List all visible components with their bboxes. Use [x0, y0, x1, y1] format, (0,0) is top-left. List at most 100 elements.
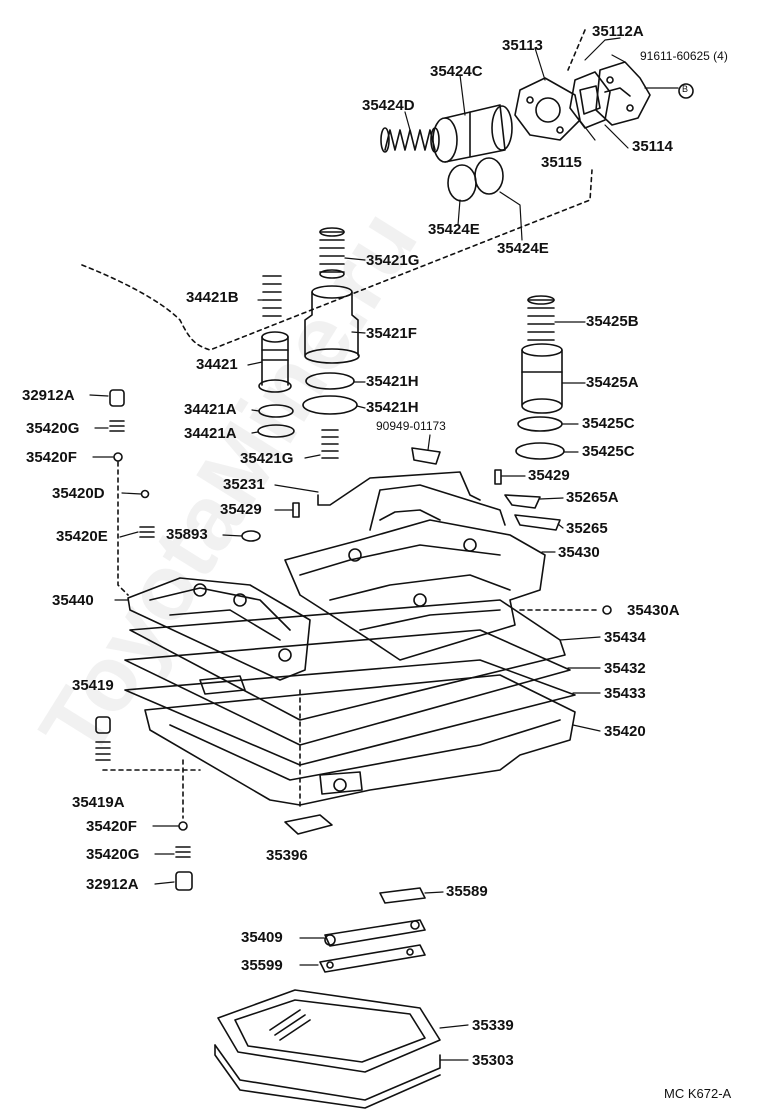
o-rings-35421H: [302, 372, 358, 415]
label-35432: 35432: [604, 660, 646, 677]
label-35420E: 35420E: [56, 528, 108, 545]
label-35425B: 35425B: [586, 313, 639, 330]
label-91611-60625: 91611-60625 (4): [640, 49, 728, 63]
label-35425A: 35425A: [586, 374, 639, 391]
gasket-35114: [569, 71, 611, 129]
o-rings-35425C: [515, 416, 565, 460]
plate-35589: [379, 887, 426, 904]
label-circle-b: B: [682, 84, 689, 94]
label-34421A-b: 34421A: [184, 425, 237, 442]
circle-b-marker: [678, 83, 694, 99]
dash-line-accumulator: [81, 169, 593, 351]
piston-35421F: [304, 285, 360, 364]
accumulator-cover-35112A: [595, 61, 651, 126]
label-35114: 35114: [632, 138, 673, 155]
label-34421A-a: 34421A: [184, 401, 237, 418]
label-35430: 35430: [558, 544, 600, 561]
label-35434: 35434: [604, 629, 646, 646]
label-35231: 35231: [223, 476, 265, 493]
upper-valve-body-35430: [284, 509, 546, 661]
label-35430A: 35430A: [627, 602, 680, 619]
spring-35420E: [139, 526, 155, 538]
ball-35430A: [602, 605, 612, 615]
plate-35599: [319, 944, 426, 973]
ball-32912A-bottom: [175, 871, 193, 891]
ball-35420F-top: [113, 452, 123, 462]
gasket-35432: [124, 629, 571, 746]
leader-lines: [89, 37, 679, 1061]
lever-35265A: [504, 494, 541, 509]
label-35420G-a: 35420G: [26, 420, 80, 437]
spring-35420G-bottom: [175, 846, 191, 858]
label-35419: 35419: [72, 677, 114, 694]
o-rings-34421A: [257, 404, 295, 438]
footer-code: MC K672-A: [664, 1086, 732, 1101]
gasket-35433: [124, 659, 576, 766]
label-35421G-a: 35421G: [366, 252, 420, 269]
label-34421: 34421: [196, 356, 238, 373]
label-35589: 35589: [446, 883, 488, 900]
label-35420D: 35420D: [52, 485, 105, 502]
label-35425C-a: 35425C: [582, 415, 635, 432]
label-35303: 35303: [472, 1052, 514, 1069]
label-35420: 35420: [604, 723, 646, 740]
lower-valve-body-35440: [127, 577, 311, 681]
label-35424C: 35424C: [430, 63, 483, 80]
label-35112A: 35112A: [592, 23, 644, 40]
ball-35419: [95, 716, 111, 734]
label-35420F-a: 35420F: [26, 449, 77, 466]
detent-spring-35231: [317, 471, 506, 531]
strainer-35396: [284, 814, 333, 835]
pin-35429-left: [292, 502, 300, 518]
plate-35113: [514, 77, 581, 141]
label-35421H-b: 35421H: [366, 399, 419, 416]
label-35421G-b: 35421G: [240, 450, 294, 467]
piston-34421: [258, 331, 292, 393]
label-34421B: 34421B: [186, 289, 239, 306]
spring-35420G-top: [109, 420, 125, 432]
label-35115: 35115: [541, 154, 582, 171]
label-35424E-a: 35424E: [428, 221, 480, 238]
valve-body-35420: [144, 674, 576, 806]
piston-35425A: [521, 343, 563, 414]
tube-35409: [324, 919, 426, 947]
label-35420F-b: 35420F: [86, 818, 137, 835]
dash-line-left: [117, 461, 129, 596]
pin-35429-right: [494, 469, 502, 485]
seal-35893: [241, 530, 261, 542]
spring-34421B: [262, 275, 282, 317]
label-35421H-a: 35421H: [366, 373, 419, 390]
label-35433: 35433: [604, 685, 646, 702]
label-35429-left: 35429: [220, 501, 262, 518]
spring-35425B: [527, 295, 555, 341]
label-35421F: 35421F: [366, 325, 417, 342]
spring-35419A: [95, 741, 111, 761]
label-35424E-b: 35424E: [497, 240, 549, 257]
accumulator-piston-35424C: [432, 104, 513, 163]
label-35420G-b: 35420G: [86, 846, 140, 863]
label-35425C-b: 35425C: [582, 443, 635, 460]
label-35599: 35599: [241, 957, 283, 974]
label-35113: 35113: [502, 37, 543, 54]
label-32912A-a: 32912A: [22, 387, 75, 404]
label-35424D: 35424D: [362, 97, 415, 114]
dash-line-top: [567, 29, 586, 71]
oil-pan-gasket-35339: [217, 989, 441, 1073]
label-35409: 35409: [241, 929, 283, 946]
label-35396: 35396: [266, 847, 308, 864]
spring-35421G-top: [319, 227, 345, 279]
clip-90949: [411, 447, 441, 465]
label-35339: 35339: [472, 1017, 514, 1034]
label-35440: 35440: [52, 592, 94, 609]
o-rings-35424E: [447, 157, 504, 202]
label-35265A: 35265A: [566, 489, 619, 506]
plate-35265: [514, 514, 561, 531]
accumulator-spring-35424D: [380, 127, 440, 153]
label-35429-right: 35429: [528, 467, 570, 484]
label-35419A: 35419A: [72, 794, 125, 811]
label-35265: 35265: [566, 520, 608, 537]
ball-35420F-bottom: [178, 821, 188, 831]
plate-35434: [129, 599, 566, 721]
